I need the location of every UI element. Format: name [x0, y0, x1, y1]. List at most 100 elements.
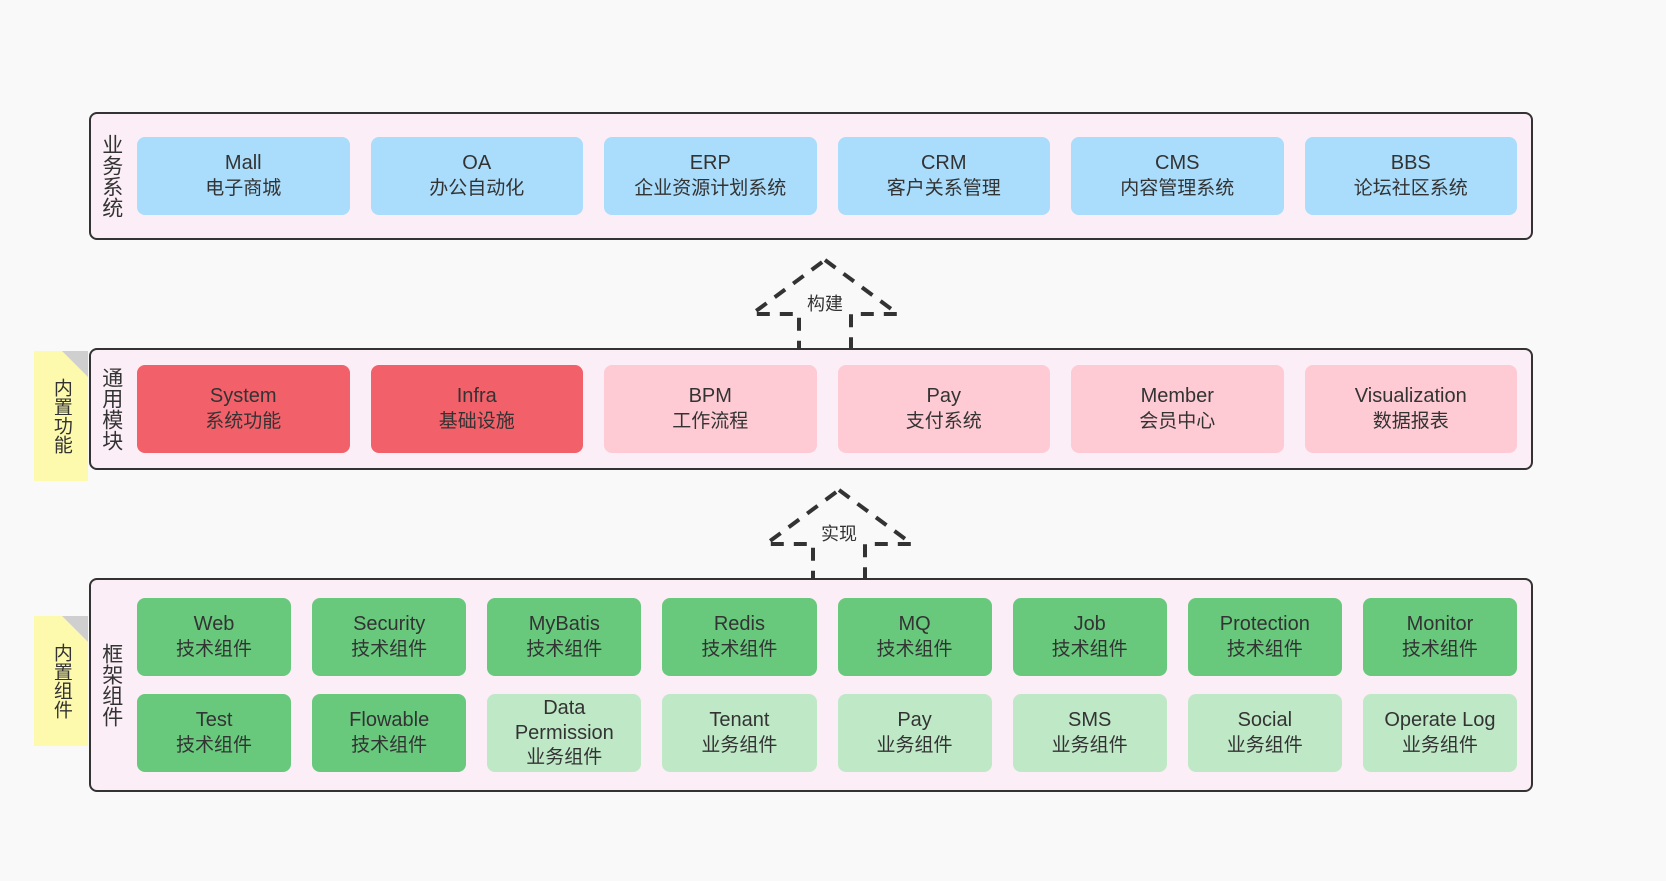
card-subtitle: 技术组件	[876, 638, 953, 660]
card-subtitle: 内容管理系统	[1120, 177, 1235, 199]
card-mall[interactable]: Mall 电子商城	[137, 137, 350, 215]
card-subtitle: 会员中心	[1139, 410, 1216, 432]
card-data-permission[interactable]: Data Permission 业务组件	[487, 694, 642, 772]
card-title: Web	[193, 613, 235, 636]
card-subtitle: 技术组件	[351, 638, 428, 660]
card-system[interactable]: System 系统功能	[137, 365, 350, 453]
card-oa[interactable]: OA 办公自动化	[370, 137, 583, 215]
card-title: Data Permission	[514, 696, 614, 745]
card-title: SMS	[1068, 709, 1112, 732]
card-monitor[interactable]: Monitor 技术组件	[1362, 598, 1517, 676]
layer-framework-components: 框架组件 Web 技术组件 Security 技术组件 MyBatis 技术组件…	[89, 578, 1533, 792]
connector-build: 构建	[735, 252, 915, 362]
common-card-row: System 系统功能 Infra 基础设施 BPM 工作流程 Pay 支付系统…	[137, 365, 1517, 453]
card-title: MQ	[898, 613, 931, 636]
card-tenant[interactable]: Tenant 业务组件	[662, 694, 817, 772]
card-title: Tenant	[709, 709, 770, 732]
layer-title-framework: 框架组件	[99, 643, 123, 727]
connector-implement-label: 实现	[821, 524, 857, 544]
note-fold-icon	[62, 351, 88, 377]
card-title: MyBatis	[528, 613, 600, 636]
card-subtitle: 客户关系管理	[886, 177, 1001, 199]
card-subtitle: 业务组件	[1226, 734, 1303, 756]
card-operate-log[interactable]: Operate Log 业务组件	[1362, 694, 1517, 772]
layer-body-common: System 系统功能 Infra 基础设施 BPM 工作流程 Pay 支付系统…	[131, 350, 1531, 468]
layer-title-common: 通用模块	[99, 367, 123, 451]
card-subtitle: 业务组件	[526, 747, 603, 769]
card-erp[interactable]: ERP 企业资源计划系统	[604, 137, 817, 215]
card-title: Monitor	[1406, 613, 1474, 636]
note-fold-icon	[62, 616, 88, 642]
note-builtin-features: 内置功能	[34, 351, 88, 481]
card-web[interactable]: Web 技术组件	[137, 598, 292, 676]
card-test[interactable]: Test 技术组件	[137, 694, 292, 772]
layer-business-systems: 业务系统 Mall 电子商城 OA 办公自动化 ERP 企业资源计划系统 CRM…	[89, 112, 1533, 240]
card-title: Operate Log	[1384, 709, 1496, 732]
card-subtitle: 系统功能	[205, 410, 282, 432]
card-subtitle: 技术组件	[1401, 638, 1478, 660]
card-pay-component[interactable]: Pay 业务组件	[837, 694, 992, 772]
card-subtitle: 技术组件	[1226, 638, 1303, 660]
card-crm[interactable]: CRM 客户关系管理	[837, 137, 1050, 215]
card-title: System	[209, 385, 277, 408]
card-title: Visualization	[1354, 385, 1467, 408]
card-subtitle: 基础设施	[438, 410, 515, 432]
connector-build-shape	[745, 257, 905, 356]
business-card-row: Mall 电子商城 OA 办公自动化 ERP 企业资源计划系统 CRM 客户关系…	[137, 137, 1517, 215]
card-subtitle: 企业资源计划系统	[634, 177, 787, 199]
card-social[interactable]: Social 业务组件	[1187, 694, 1342, 772]
card-title: OA	[462, 152, 492, 175]
card-subtitle: 办公自动化	[429, 177, 525, 199]
layer-body-business: Mall 电子商城 OA 办公自动化 ERP 企业资源计划系统 CRM 客户关系…	[131, 114, 1531, 238]
card-subtitle: 技术组件	[351, 734, 428, 756]
card-mq[interactable]: MQ 技术组件	[837, 598, 992, 676]
card-title: Infra	[456, 385, 497, 408]
card-title: Social	[1237, 709, 1293, 732]
card-mybatis[interactable]: MyBatis 技术组件	[487, 598, 642, 676]
card-bbs[interactable]: BBS 论坛社区系统	[1304, 137, 1517, 215]
card-bpm[interactable]: BPM 工作流程	[604, 365, 817, 453]
card-job[interactable]: Job 技术组件	[1012, 598, 1167, 676]
card-protection[interactable]: Protection 技术组件	[1187, 598, 1342, 676]
card-subtitle: 业务组件	[1051, 734, 1128, 756]
note-label: 内置组件	[50, 643, 72, 719]
card-subtitle: 技术组件	[701, 638, 778, 660]
card-subtitle: 业务组件	[1401, 734, 1478, 756]
card-cms[interactable]: CMS 内容管理系统	[1071, 137, 1284, 215]
card-subtitle: 业务组件	[876, 734, 953, 756]
layer-body-framework: Web 技术组件 Security 技术组件 MyBatis 技术组件 Redi…	[131, 580, 1531, 790]
connector-implement: 实现	[749, 482, 929, 592]
card-security[interactable]: Security 技术组件	[312, 598, 467, 676]
card-subtitle: 技术组件	[1051, 638, 1128, 660]
card-subtitle: 支付系统	[905, 410, 982, 432]
card-subtitle: 技术组件	[176, 638, 253, 660]
card-title: CMS	[1155, 152, 1200, 175]
card-subtitle: 论坛社区系统	[1353, 177, 1468, 199]
layer-title-business: 业务系统	[99, 134, 123, 218]
card-title: BBS	[1390, 152, 1431, 175]
card-flowable[interactable]: Flowable 技术组件	[312, 694, 467, 772]
card-title: Redis	[713, 613, 765, 636]
card-title: Member	[1140, 385, 1214, 408]
card-subtitle: 数据报表	[1372, 410, 1449, 432]
card-subtitle: 工作流程	[672, 410, 749, 432]
card-subtitle: 业务组件	[701, 734, 778, 756]
card-subtitle: 电子商城	[205, 177, 282, 199]
layer-common-modules: 通用模块 System 系统功能 Infra 基础设施 BPM 工作流程 Pay…	[89, 348, 1533, 470]
card-pay-module[interactable]: Pay 支付系统	[837, 365, 1050, 453]
card-title: Pay	[926, 385, 961, 408]
card-subtitle: 技术组件	[176, 734, 253, 756]
card-visualization[interactable]: Visualization 数据报表	[1304, 365, 1517, 453]
card-title: CRM	[920, 152, 967, 175]
card-title: Pay	[897, 709, 932, 732]
card-infra[interactable]: Infra 基础设施	[370, 365, 583, 453]
card-title: Test	[195, 709, 233, 732]
note-label: 内置功能	[50, 378, 72, 454]
connector-implement-shape	[759, 487, 919, 586]
card-sms[interactable]: SMS 业务组件	[1012, 694, 1167, 772]
card-redis[interactable]: Redis 技术组件	[662, 598, 817, 676]
card-member[interactable]: Member 会员中心	[1071, 365, 1284, 453]
framework-row-tech: Web 技术组件 Security 技术组件 MyBatis 技术组件 Redi…	[137, 598, 1517, 676]
card-title: Security	[353, 613, 426, 636]
